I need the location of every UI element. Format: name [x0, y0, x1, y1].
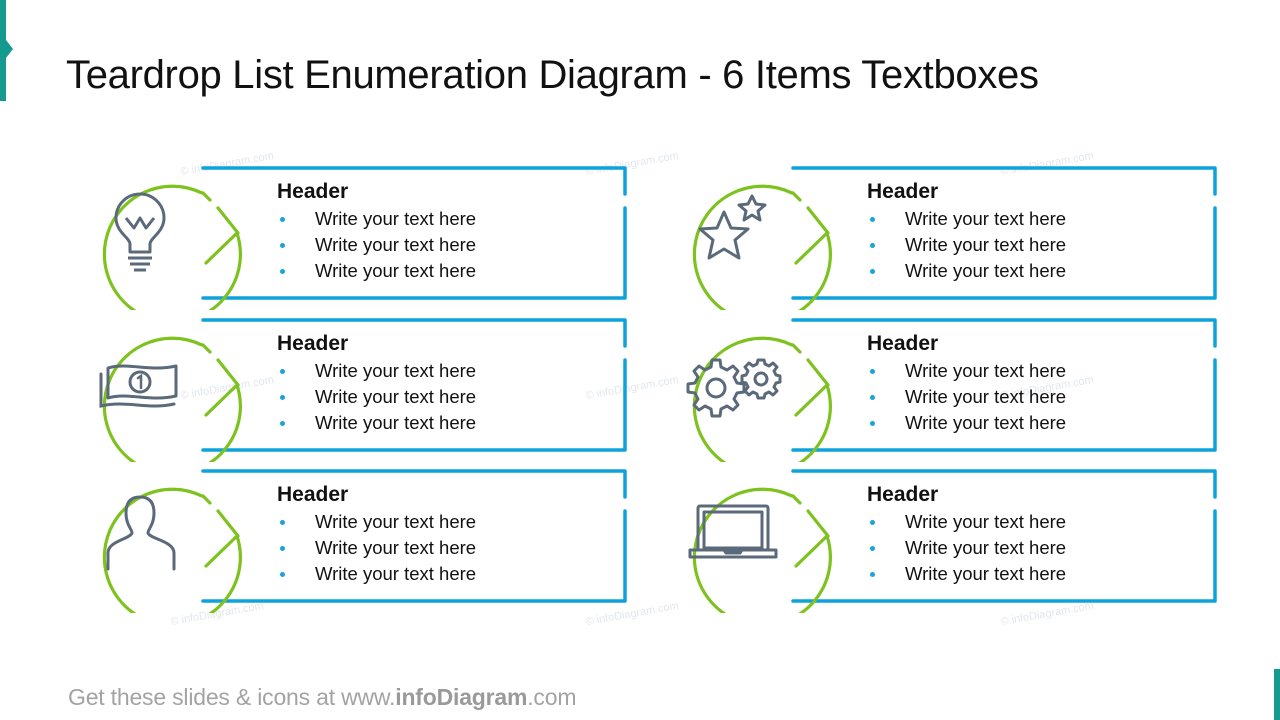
teardrop-frame: [102, 166, 627, 310]
bullet-dot-icon: [870, 421, 875, 426]
textbox: Header Write your text here Write your t…: [867, 481, 1066, 587]
bullet-dot-icon: [280, 572, 285, 577]
bullet-dot-icon: [280, 243, 285, 248]
bullet-item: Write your text here: [277, 358, 476, 384]
item-header: Header: [867, 332, 939, 355]
teardrop-frame: [692, 318, 1217, 462]
textbox: Header Write your text here Write your t…: [277, 481, 476, 587]
list-item-1: Header Write your text here Write your t…: [70, 160, 640, 310]
accent-notch: [6, 40, 13, 58]
bullet-item: Write your text here: [277, 535, 476, 561]
bullet-item: Write your text here: [277, 509, 476, 535]
bullet-item: Write your text here: [277, 561, 476, 587]
list-item-5: Header Write your text here Write your t…: [660, 312, 1230, 462]
list-item-4: Header Write your text here Write your t…: [660, 160, 1230, 310]
bullet-dot-icon: [870, 217, 875, 222]
bullet-dot-icon: [280, 421, 285, 426]
teardrop-frame: [692, 469, 1217, 613]
bullet-item: Write your text here: [277, 410, 476, 436]
bullet-item: Write your text here: [867, 206, 1066, 232]
footer-prefix: Get these slides & icons at www.: [68, 684, 396, 710]
bullet-item: Write your text here: [277, 384, 476, 410]
bullet-item: Write your text here: [867, 410, 1066, 436]
bullet-dot-icon: [280, 269, 285, 274]
bullet-item: Write your text here: [867, 535, 1066, 561]
bullet-dot-icon: [870, 395, 875, 400]
bullet-item: Write your text here: [867, 232, 1066, 258]
item-header: Header: [277, 332, 349, 355]
teardrop-frame: [102, 469, 627, 613]
textbox: Header Write your text here Write your t…: [277, 330, 476, 436]
textbox: Header Write your text here Write your t…: [867, 330, 1066, 436]
teardrop-frame: [102, 318, 627, 462]
bullet-item: Write your text here: [277, 258, 476, 284]
bullet-dot-icon: [870, 369, 875, 374]
footer-brand: infoDiagram: [395, 684, 528, 710]
bullet-item: Write your text here: [867, 509, 1066, 535]
item-header: Header: [277, 483, 349, 506]
bullet-item: Write your text here: [867, 384, 1066, 410]
person-icon: [106, 495, 176, 571]
bullet-item: Write your text here: [277, 232, 476, 258]
bullet-dot-icon: [280, 520, 285, 525]
footer-suffix: .com: [527, 684, 577, 710]
laptop-icon: [688, 504, 778, 559]
bullet-dot-icon: [280, 546, 285, 551]
bullet-dot-icon: [280, 217, 285, 222]
textbox: Header Write your text here Write your t…: [277, 178, 476, 284]
item-header: Header: [277, 180, 349, 203]
bullet-item: Write your text here: [867, 561, 1066, 587]
list-item-3: Header Write your text here Write your t…: [70, 463, 640, 613]
footer-credit: Get these slides & icons at www.infoDiag…: [68, 684, 576, 711]
bullet-dot-icon: [280, 395, 285, 400]
bullet-dot-icon: [870, 572, 875, 577]
bullet-item: Write your text here: [867, 258, 1066, 284]
bullet-item: Write your text here: [867, 358, 1066, 384]
item-header: Header: [867, 483, 939, 506]
money-bill-icon: [99, 364, 178, 408]
bullet-dot-icon: [280, 369, 285, 374]
list-item-6: Header Write your text here Write your t…: [660, 463, 1230, 613]
bullet-dot-icon: [870, 243, 875, 248]
lightbulb-icon: [114, 192, 166, 272]
bullet-dot-icon: [870, 269, 875, 274]
stars-icon: [698, 194, 767, 260]
bullet-item: Write your text here: [277, 206, 476, 232]
item-header: Header: [867, 180, 939, 203]
bullet-dot-icon: [870, 520, 875, 525]
list-item-2: Header Write your text here Write your t…: [70, 312, 640, 462]
corner-accent-bar: [1274, 669, 1280, 720]
accent-bar: [0, 0, 6, 101]
slide-title: Teardrop List Enumeration Diagram - 6 It…: [66, 52, 1039, 97]
bullet-dot-icon: [870, 546, 875, 551]
teardrop-frame: [692, 166, 1217, 310]
textbox: Header Write your text here Write your t…: [867, 178, 1066, 284]
gears-icon: [686, 358, 782, 418]
